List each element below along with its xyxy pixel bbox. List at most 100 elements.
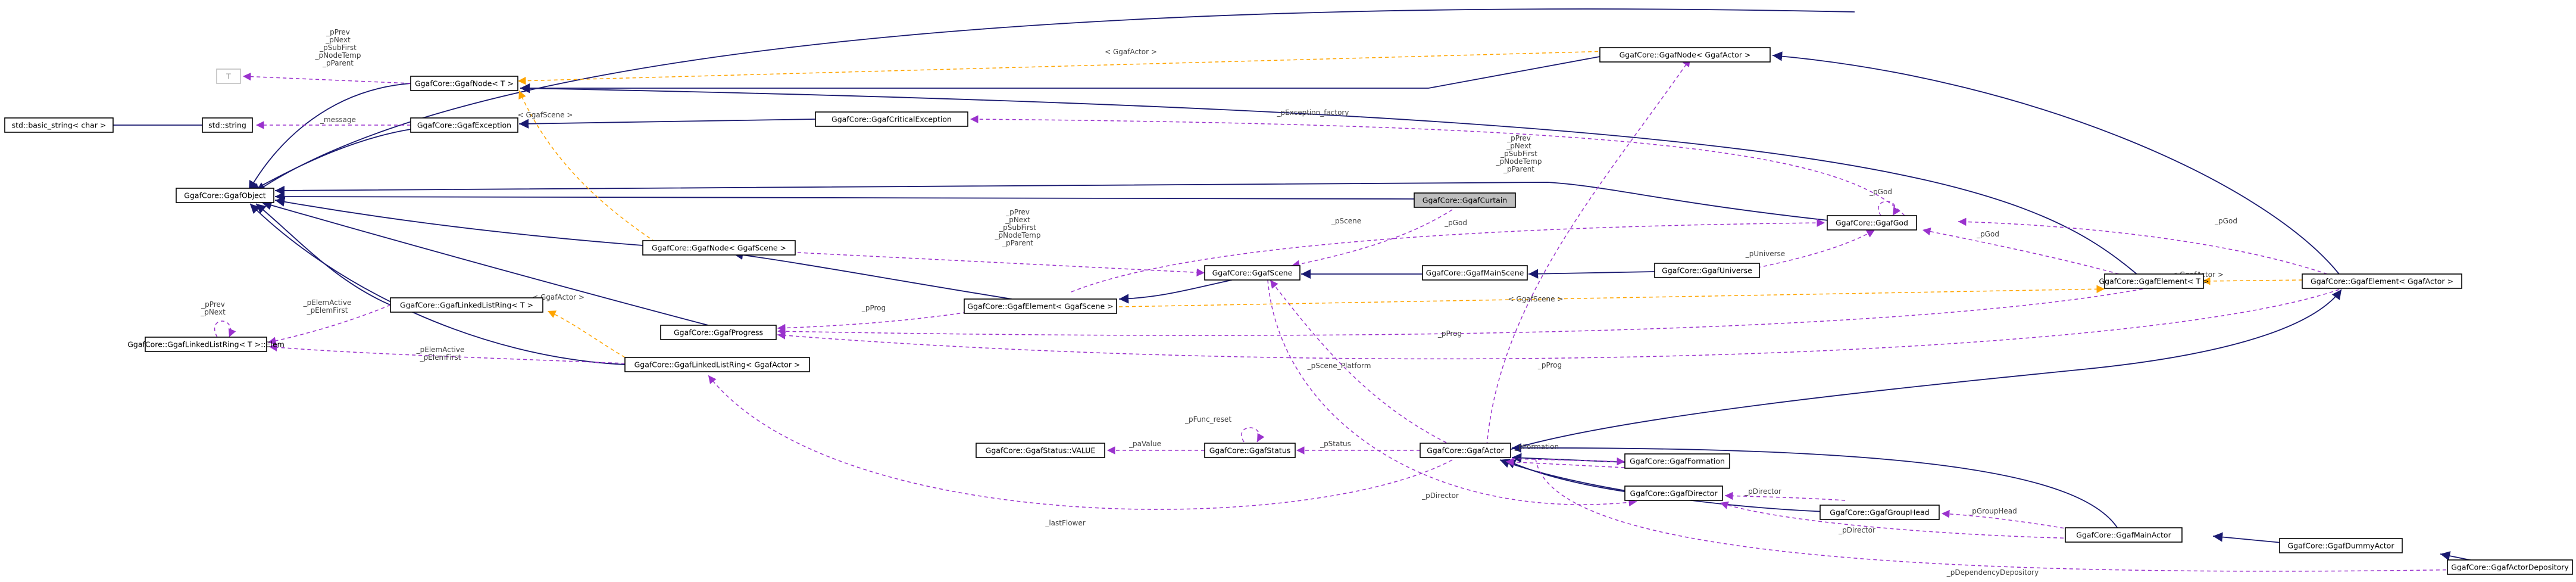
- class-node-ggaf-director[interactable]: GgafCore::GgafDirector: [1624, 485, 1723, 501]
- edge-glinked-gobject: [255, 203, 391, 306]
- edge-gobject-self: [255, 8, 1855, 192]
- class-node-ggaf-dummy-actor[interactable]: GgafCore::GgafDummyActor: [2279, 538, 2403, 553]
- class-name: GgafCore::GgafObject: [184, 191, 266, 200]
- label-pdirector-ggrouphead: _pDirector: [1744, 487, 1781, 496]
- label-pgod-gelemt: _pGod: [1976, 230, 1999, 238]
- class-node-ggaf-scene[interactable]: GgafCore::GgafScene: [1204, 265, 1300, 281]
- class-box[interactable]: [1624, 453, 1730, 469]
- class-box[interactable]: [815, 111, 968, 127]
- class-box[interactable]: [1599, 47, 1771, 63]
- edge-label-layer: _pPrev_pNext_pSubFirst_pNodeTemp_pParent…: [200, 28, 2237, 577]
- edge-gelemscene-gelemt: [1118, 285, 2105, 307]
- class-node-ggaf-exception[interactable]: GgafCore::GgafException: [410, 117, 518, 133]
- class-box[interactable]: [976, 443, 1105, 458]
- class-name: GgafCore::GgafCurtain: [1423, 196, 1507, 205]
- edge-gactor-gscene: [1270, 279, 1453, 446]
- edge-gelemt-gprogress: [777, 288, 2143, 336]
- edge-gscene-gelemscene: [1118, 279, 1233, 304]
- class-node-ggaf-element-scene[interactable]: GgafCore::GgafElement< GgafScene >: [964, 298, 1117, 314]
- class-node-ggaf-group-head[interactable]: GgafCore::GgafGroupHead: [1820, 505, 1940, 520]
- class-box[interactable]: [1624, 485, 1723, 501]
- class-node-ggaf-element-t[interactable]: GgafCore::GgafElement< T >: [2099, 273, 2209, 289]
- class-node-ggaf-node-scene[interactable]: GgafCore::GgafNode< GgafScene >: [642, 240, 796, 256]
- class-node-ggaf-element-actor[interactable]: GgafCore::GgafElement< GgafActor >: [2302, 273, 2462, 289]
- class-node-ggaf-god[interactable]: GgafCore::GgafGod: [1827, 215, 1917, 231]
- class-node-ggaf-actor-depository[interactable]: GgafCore::GgafActorDepository: [2447, 559, 2573, 575]
- label-pvalue: _paValue: [1128, 440, 1161, 448]
- class-box[interactable]: [4, 117, 114, 133]
- edge-guniverse-gmainscene: [1528, 269, 1655, 279]
- label-pelem-glinked: _pElemActive_pElemFirst: [303, 298, 352, 315]
- edge-gnode-gobject: [248, 83, 411, 191]
- class-node-std-string[interactable]: std::string: [202, 117, 253, 133]
- class-name: GgafCore::GgafDirector: [1630, 489, 1718, 498]
- class-box[interactable]: [1414, 192, 1516, 208]
- edge-gelemactor-gprogress: [777, 289, 2340, 360]
- class-box[interactable]: [145, 337, 267, 352]
- class-name: GgafCore::GgafNode< GgafActor >: [1620, 51, 1751, 60]
- class-name: GgafCore::GgafActorDepository: [2451, 563, 2569, 572]
- edge-gelemactor-gelemt: [2202, 277, 2303, 285]
- class-box[interactable]: [202, 117, 253, 133]
- class-box[interactable]: [1204, 443, 1296, 458]
- class-node-ggaf-progress[interactable]: GgafCore::GgafProgress: [660, 325, 777, 340]
- class-node-ggaf-object[interactable]: GgafCore::GgafObject: [176, 188, 274, 203]
- class-node-ggaf-status[interactable]: GgafCore::GgafStatus: [1204, 443, 1296, 458]
- class-node-ggaf-node-t[interactable]: GgafCore::GgafNode< T >: [410, 76, 518, 91]
- class-node-ggaf-main-scene[interactable]: GgafCore::GgafMainScene: [1422, 265, 1528, 281]
- label-pgrouphead: _pGroupHead: [1968, 507, 2017, 515]
- class-node-ggaf-linked-list-ring-actor[interactable]: GgafCore::GgafLinkedListRing< GgafActor …: [624, 357, 810, 372]
- class-node-linked-list-ring-elem[interactable]: GgafCore::GgafLinkedListRing< T >::Elem: [127, 337, 285, 352]
- class-box[interactable]: [1654, 263, 1760, 278]
- class-box[interactable]: [2104, 273, 2204, 289]
- label-message: _message: [320, 116, 356, 124]
- edge-glinked-elem: [267, 304, 391, 345]
- label-pprev-next-elem: _pPrev_pNext: [200, 300, 226, 316]
- edge-gelemscene-gnodescene: [733, 250, 1012, 300]
- class-box[interactable]: [1422, 265, 1528, 281]
- class-box[interactable]: [410, 76, 518, 91]
- class-box[interactable]: [390, 297, 543, 313]
- edge-gactor-gelemactor: [1499, 289, 2342, 453]
- label-pgod-self: _pGod: [1869, 188, 1892, 196]
- edge-gnodescene-gscene: [797, 252, 1205, 277]
- label-pgod-gelemactor: _pGod: [2214, 217, 2237, 225]
- class-box[interactable]: [2302, 273, 2462, 289]
- class-box[interactable]: [660, 325, 777, 340]
- class-box[interactable]: [1827, 215, 1917, 231]
- edge-gnode-T: [242, 72, 411, 84]
- label-pgod-gelemscene: _pGod: [1444, 219, 1467, 227]
- class-box[interactable]: [624, 357, 810, 372]
- class-box[interactable]: [964, 298, 1117, 314]
- edge-gnodeactor-gnodet: [517, 50, 1631, 85]
- class-node-ggaf-linked-list-ring-t[interactable]: GgafCore::GgafLinkedListRing< T >: [390, 297, 543, 313]
- class-name: GgafCore::GgafLinkedListRing< GgafActor …: [634, 360, 801, 369]
- class-node-ggaf-critical-exception[interactable]: GgafCore::GgafCriticalException: [815, 111, 968, 127]
- class-box[interactable]: [216, 69, 241, 84]
- class-node-ggaf-actor[interactable]: GgafCore::GgafActor: [1420, 443, 1511, 458]
- edge-gactor-glinkedactor: [708, 375, 1453, 510]
- class-box[interactable]: [1204, 265, 1300, 281]
- class-box[interactable]: [1820, 505, 1940, 520]
- class-box[interactable]: [176, 188, 274, 203]
- class-box[interactable]: [410, 117, 518, 133]
- class-box[interactable]: [1420, 443, 1511, 458]
- edge-gelemt-ggod: [1922, 228, 2119, 275]
- class-box[interactable]: [2447, 559, 2573, 575]
- class-box[interactable]: [2279, 538, 2403, 553]
- class-node-ggaf-status-value[interactable]: GgafCore::GgafStatus::VALUE: [976, 443, 1105, 458]
- class-node-ggaf-main-actor[interactable]: GgafCore::GgafMainActor: [2065, 527, 2183, 543]
- edge-gelemactor-ggod: [1958, 217, 2328, 275]
- class-box[interactable]: [642, 240, 796, 256]
- edge-gscene-gdirector: [1267, 279, 1637, 507]
- class-node-ggaf-curtain[interactable]: GgafCore::GgafCurtain: [1414, 192, 1516, 208]
- class-box[interactable]: [2065, 527, 2183, 543]
- class-node-ggaf-node-actor[interactable]: GgafCore::GgafNode< GgafActor >: [1599, 47, 1771, 63]
- class-node-template-param-T[interactable]: T: [216, 69, 241, 84]
- label-ggafscene-tmpl-gelem: < GgafScene >: [1508, 295, 1564, 303]
- class-node-std-basic-string[interactable]: std::basic_string< char >: [4, 117, 114, 133]
- class-node-ggaf-universe[interactable]: GgafCore::GgafUniverse: [1654, 263, 1760, 278]
- class-node-ggaf-formation[interactable]: GgafCore::GgafFormation: [1624, 453, 1730, 469]
- label-pdependency: _pDependencyDepository: [1946, 568, 2039, 577]
